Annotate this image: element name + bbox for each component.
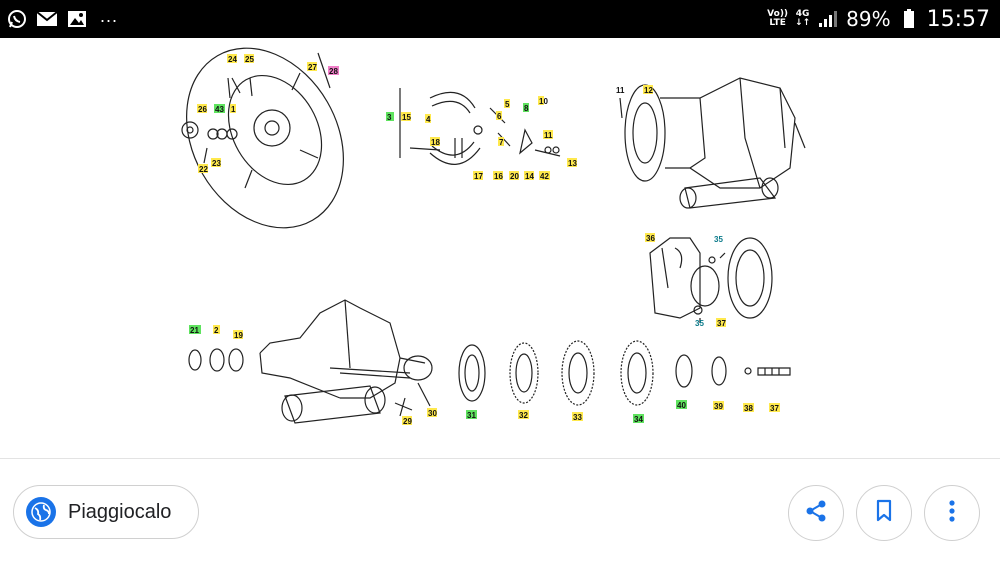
volte-top-label: Vo)) <box>767 9 789 19</box>
network-arrows: ↓↑ <box>795 18 811 28</box>
parts-diagram-image[interactable]: 24 25 27 28 26 43 1 23 22 3 15 4 5 6 10 … <box>0 38 1000 458</box>
part-label: 38 <box>744 404 753 413</box>
part-label: 11 <box>544 131 553 140</box>
part-label: 16 <box>494 172 503 181</box>
gmail-icon <box>36 8 58 30</box>
part-label: 35 <box>695 319 704 328</box>
part-label: 10 <box>539 97 548 106</box>
part-label: 6 <box>497 112 502 121</box>
gallery-icon <box>66 8 88 30</box>
system-status: Vo)) LTE 4G ↓↑ 89% 15:57 <box>767 7 990 32</box>
part-label: 13 <box>568 159 577 168</box>
status-bar: ... Vo)) LTE 4G ↓↑ 89% 15:57 <box>0 0 1000 38</box>
more-vertical-icon <box>948 499 956 528</box>
part-label: 37 <box>770 404 779 413</box>
volte-indicator: Vo)) LTE <box>767 10 788 28</box>
backplate-drawing <box>649 237 773 323</box>
part-label: 11 <box>616 86 625 95</box>
battery-icon <box>898 8 920 30</box>
part-label: 8 <box>524 104 529 113</box>
more-notifications-indicator: ... <box>100 5 119 26</box>
source-name: Piaggiocalo <box>68 500 172 523</box>
part-label: 12 <box>644 86 653 95</box>
part-label: 5 <box>505 100 510 109</box>
part-label: 23 <box>212 159 221 168</box>
part-label: 35 <box>714 235 723 244</box>
whatsapp-icon <box>6 8 28 30</box>
clock: 15:57 <box>926 6 990 32</box>
part-label: 19 <box>234 331 243 340</box>
part-label: 32 <box>519 411 528 420</box>
part-label: 15 <box>402 113 411 122</box>
part-label: 4 <box>426 115 431 124</box>
part-label: 25 <box>245 55 254 64</box>
save-button[interactable] <box>856 485 912 541</box>
part-label: 7 <box>499 138 504 147</box>
part-label: 14 <box>525 172 534 181</box>
part-label: 33 <box>573 413 582 422</box>
network-type-indicator: 4G ↓↑ <box>795 10 810 28</box>
part-label: 20 <box>510 172 519 181</box>
network-type-label: 4G <box>795 9 810 19</box>
part-label: 24 <box>228 55 237 64</box>
part-label: 34 <box>634 415 643 424</box>
part-label: 40 <box>677 401 686 410</box>
part-label: 18 <box>431 138 440 147</box>
part-label: 31 <box>467 411 476 420</box>
part-label: 37 <box>717 319 726 328</box>
globe-icon <box>26 497 56 527</box>
divider <box>0 458 1000 459</box>
part-label: 30 <box>428 409 437 418</box>
more-options-button[interactable] <box>924 485 980 541</box>
source-link-chip[interactable]: Piaggiocalo <box>13 485 199 539</box>
battery-percent: 89% <box>846 7 891 31</box>
part-label: 27 <box>308 63 317 72</box>
part-label: 29 <box>403 417 412 426</box>
gearbox-housing-drawing <box>188 299 433 424</box>
share-button[interactable] <box>788 485 844 541</box>
part-label: 17 <box>474 172 483 181</box>
part-label: 36 <box>646 234 655 243</box>
volte-bottom-label: LTE <box>769 18 786 28</box>
part-label: 28 <box>329 67 338 76</box>
bookmark-icon <box>873 499 895 528</box>
brake-shoes-drawing <box>399 88 561 165</box>
part-label: 3 <box>387 113 392 122</box>
notification-area: ... <box>6 5 119 30</box>
part-label: 43 <box>215 105 224 114</box>
image-viewer-bottom-bar: Piaggiocalo <box>0 459 1000 563</box>
signal-strength-icon <box>817 8 839 30</box>
gears-row-drawing <box>458 340 791 406</box>
part-label: 2 <box>214 326 219 335</box>
exploded-parts-diagram: 24 25 27 28 26 43 1 23 22 3 15 4 5 6 10 … <box>181 47 806 426</box>
hub-housing-drawing <box>619 77 806 209</box>
part-number-labels: 24 25 27 28 26 43 1 23 22 3 15 4 5 6 10 … <box>189 54 780 426</box>
brake-drum-drawing <box>181 47 344 229</box>
part-label: 21 <box>190 326 199 335</box>
part-label: 42 <box>540 172 549 181</box>
part-label: 1 <box>231 105 236 114</box>
share-icon <box>803 498 829 529</box>
part-label: 39 <box>714 402 723 411</box>
part-label: 26 <box>198 105 207 114</box>
part-label: 22 <box>199 165 208 174</box>
